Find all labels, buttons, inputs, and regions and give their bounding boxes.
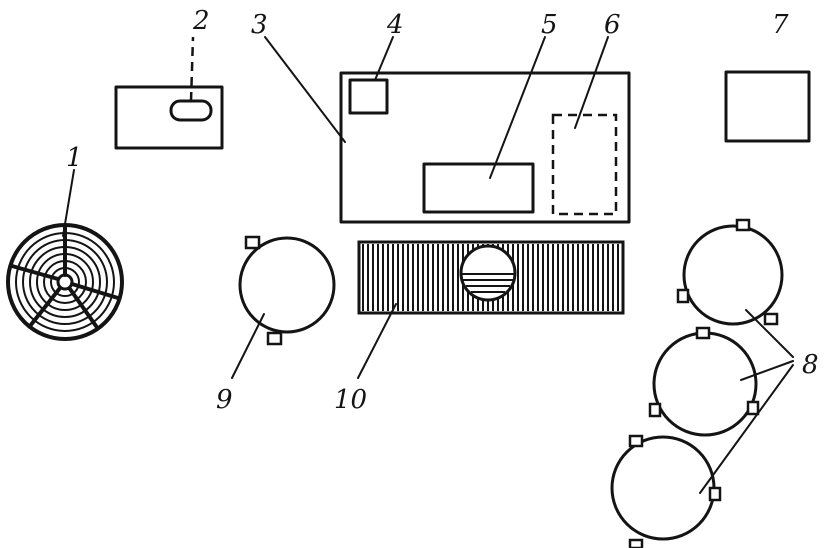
- label-4: 4: [386, 10, 404, 40]
- item-6-leader: [574, 36, 609, 129]
- label-3: 3: [251, 10, 268, 40]
- item-4-small-square: [348, 36, 394, 115]
- item-2-small-box: [114, 36, 224, 150]
- item-9-round-tank: [231, 235, 336, 379]
- label-1: 1: [66, 143, 83, 173]
- label-9: 9: [216, 385, 233, 415]
- item-10-ribbed-tray: [357, 240, 625, 379]
- item-4-leader: [374, 36, 394, 81]
- item-8-tank-middle: [648, 326, 760, 437]
- item-8-leaders: [699, 309, 794, 494]
- item-7-box: [724, 70, 811, 143]
- item-9-leader: [231, 313, 265, 379]
- item-3-leader: [264, 36, 346, 143]
- item-5-leader: [489, 36, 546, 179]
- item-8-tank-bottom: [610, 434, 722, 548]
- item-10-porthole: [459, 244, 517, 302]
- item-2-leader-dashed: [189, 36, 195, 102]
- item-8-round-tanks: [610, 218, 794, 548]
- item-3-main-cabinet: [264, 36, 631, 224]
- label-10: 10: [334, 385, 367, 415]
- label-7: 7: [772, 10, 789, 40]
- item-10-leader: [357, 303, 397, 379]
- item-8-tank-top: [676, 218, 784, 326]
- item-6-dashed-compartment: [551, 36, 618, 216]
- label-5: 5: [541, 10, 558, 40]
- item-1-leader: [62, 169, 75, 237]
- label-8: 8: [802, 350, 819, 380]
- label-6: 6: [604, 10, 621, 40]
- item-1-spiral-coil: [6, 223, 124, 341]
- label-2: 2: [192, 6, 210, 36]
- item-5-panel: [422, 36, 546, 214]
